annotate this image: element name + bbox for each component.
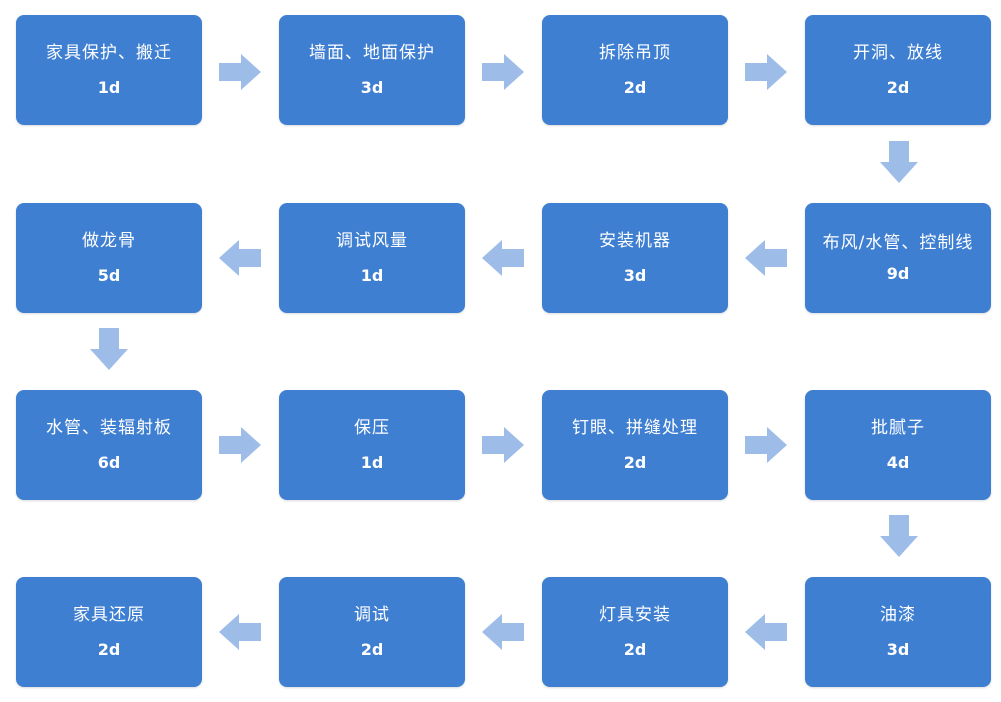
step-duration: 1d (360, 453, 384, 472)
step-label: 家具保护、搬迁 (46, 43, 172, 63)
step-label: 钉眼、拼缝处理 (572, 418, 698, 438)
arrow-right-icon (745, 427, 787, 463)
step-label: 家具还原 (73, 605, 145, 625)
step-furniture-protection: 家具保护、搬迁 1d (16, 15, 202, 125)
step-duration: 9d (886, 264, 910, 283)
step-duration: 3d (623, 266, 647, 285)
step-label: 做龙骨 (82, 231, 136, 251)
arrow-left-icon (482, 614, 524, 650)
step-duration: 2d (623, 78, 647, 97)
step-duration: 5d (97, 266, 121, 285)
step-openings-layout: 开洞、放线 2d (805, 15, 991, 125)
arrow-left-icon (482, 240, 524, 276)
step-duration: 3d (886, 640, 910, 659)
arrow-down-icon (880, 141, 918, 183)
step-label: 油漆 (880, 605, 916, 625)
arrow-right-icon (745, 54, 787, 90)
arrow-right-icon (219, 54, 261, 90)
arrow-right-icon (482, 54, 524, 90)
step-duration: 3d (360, 78, 384, 97)
arrow-right-icon (219, 427, 261, 463)
step-label: 墙面、地面保护 (309, 43, 435, 63)
arrow-left-icon (219, 614, 261, 650)
step-label: 拆除吊顶 (599, 43, 671, 63)
step-label: 开洞、放线 (853, 43, 943, 63)
arrow-left-icon (745, 614, 787, 650)
step-pressure-test: 保压 1d (279, 390, 465, 500)
step-label: 保压 (354, 418, 390, 438)
step-label: 布风/水管、控制线 (822, 233, 974, 253)
step-duration: 2d (623, 640, 647, 659)
step-remove-ceiling: 拆除吊顶 2d (542, 15, 728, 125)
step-duration: 4d (886, 453, 910, 472)
step-airflow-test: 调试风量 1d (279, 203, 465, 313)
step-duration: 1d (97, 78, 121, 97)
step-label: 水管、装辐射板 (46, 418, 172, 438)
step-label: 调试 (354, 605, 390, 625)
arrow-down-icon (880, 515, 918, 557)
arrow-right-icon (482, 427, 524, 463)
step-nail-seam-treatment: 钉眼、拼缝处理 2d (542, 390, 728, 500)
step-duration: 2d (360, 640, 384, 659)
arrow-left-icon (219, 240, 261, 276)
step-putty: 批腻子 4d (805, 390, 991, 500)
arrow-down-icon (90, 328, 128, 370)
step-lighting-install: 灯具安装 2d (542, 577, 728, 687)
step-painting: 油漆 3d (805, 577, 991, 687)
step-duration: 2d (886, 78, 910, 97)
step-commissioning: 调试 2d (279, 577, 465, 687)
step-furniture-restore: 家具还原 2d (16, 577, 202, 687)
step-pipes-radiant-panels: 水管、装辐射板 6d (16, 390, 202, 500)
step-duration: 2d (623, 453, 647, 472)
step-label: 批腻子 (871, 418, 925, 438)
step-framing: 做龙骨 5d (16, 203, 202, 313)
step-label: 灯具安装 (599, 605, 671, 625)
step-duration: 1d (360, 266, 384, 285)
step-label: 安装机器 (599, 231, 671, 251)
step-install-machines: 安装机器 3d (542, 203, 728, 313)
step-duration: 6d (97, 453, 121, 472)
step-label: 调试风量 (336, 231, 408, 251)
step-ducts-pipes-control: 布风/水管、控制线 9d (805, 203, 991, 313)
arrow-left-icon (745, 240, 787, 276)
step-duration: 2d (97, 640, 121, 659)
step-wall-floor-protection: 墙面、地面保护 3d (279, 15, 465, 125)
